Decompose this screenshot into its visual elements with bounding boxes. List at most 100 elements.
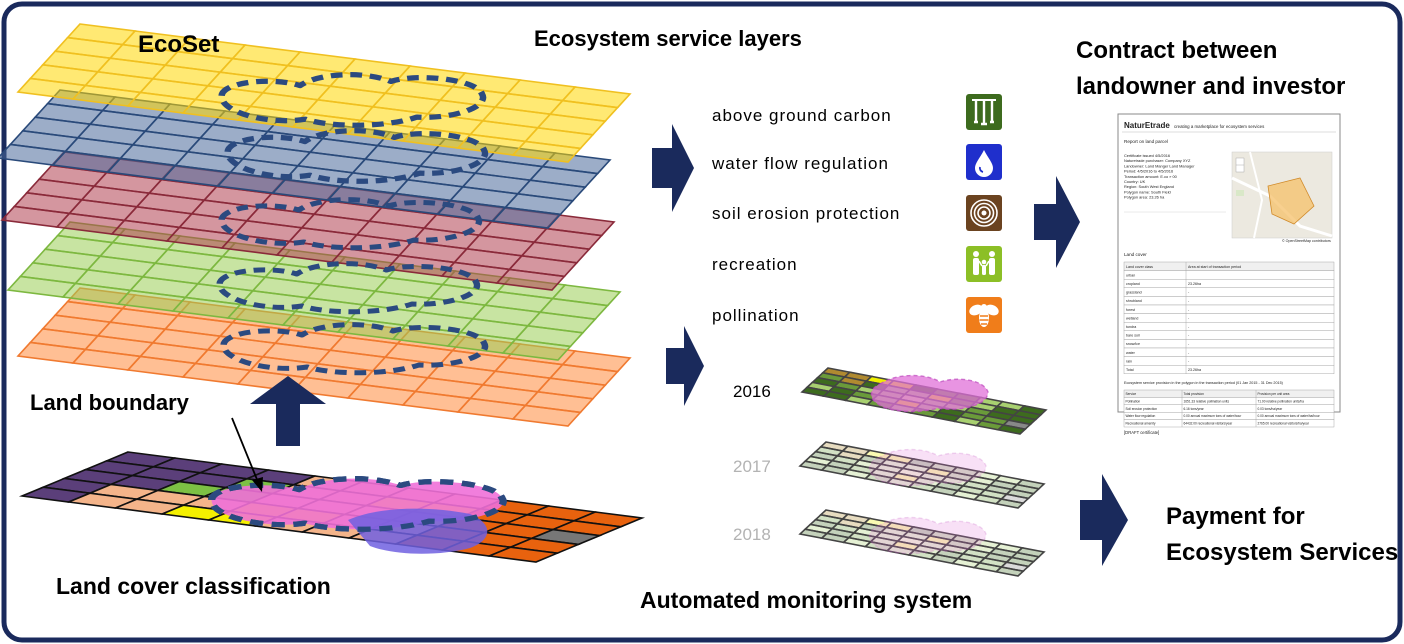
arrow-right-contract [1034,176,1080,268]
monitor-map-2018 [798,509,1046,577]
cert-lc-cell: shrubland [1126,299,1142,303]
cert-lc-row [1123,347,1335,357]
monitor-map-2017 [798,441,1046,509]
cert-lc-row [1123,356,1335,366]
land-cover-map [18,451,646,563]
cert-lc-cell: tundra [1126,325,1136,329]
cert-es-cell: 6.16 tons/year [1184,407,1205,411]
cert-lc-row [1123,270,1335,280]
cert-es-cell: Water flow regulation [1126,414,1156,418]
cert-report-title: Report on land parcel [1124,139,1168,144]
bee-icon [966,297,1002,333]
cert-lc-row [1123,304,1335,314]
contract-heading-line1: Contract between [1076,37,1277,64]
cert-lc-row [1123,279,1335,289]
cert-es-cell: 0.03 tons/ha/year [1258,407,1284,411]
cert-map-credit: © OpenStreetMap contributors [1282,239,1331,243]
contract-heading-line2: landowner and investor [1076,73,1345,100]
monitored-parcel [868,516,987,555]
service-label: above ground carbon [712,106,892,125]
cert-lc-cell: Total [1126,368,1134,372]
cert-lc-cell: 23.26ha [1188,282,1201,286]
year-label-2016: 2016 [733,382,771,401]
cert-es-cell: 2765.00 recreational visitors/ha/year [1258,422,1310,426]
cert-lc-cell: urban [1126,273,1135,277]
service-list: above ground carbon water flow regulatio… [711,94,1002,333]
service-label: recreation [712,255,798,274]
cert-es-cell: Total provision [1184,392,1205,396]
family-icon [966,246,1002,282]
cert-tagline: creating a marketplace for ecosystem ser… [1174,124,1265,129]
cert-es-cell: 0.00 annual maximum tons of water/ha/hou… [1258,414,1321,418]
cert-es-cell: Recreational amenity [1126,422,1156,426]
land-cover-label: Land cover classification [56,573,331,599]
cert-field: Region: South West England [1124,184,1174,189]
cert-lc-row [1123,296,1335,306]
monitoring-maps [798,367,1048,577]
monitored-parcel [870,374,989,413]
year-label-2018: 2018 [733,525,771,544]
cert-lc-cell: Area at start of transaction period [1188,265,1241,269]
arrow-right-layers [652,124,694,212]
cert-es-cell: 64432.00 recreational visitors/year [1184,422,1234,426]
cert-lc-row [1123,330,1335,340]
cert-field: Period: 4/5/2016 to 4/5/2016 [1124,169,1173,174]
monitored-parcel [868,448,987,487]
cert-field: Country: UK [1124,179,1146,184]
service-label: water flow regulation [711,154,889,173]
cert-field: Polygon area: 23.26 ha [1124,195,1165,200]
year-label-2017: 2017 [733,457,771,476]
cert-lc-cell: 23.26ha [1188,368,1201,372]
cert-lc-cell: - [1188,299,1190,303]
cert-lc-cell: wetland [1126,316,1138,320]
cert-map [1231,151,1333,239]
arrow-right-monitoring [666,326,704,406]
cert-lc-row [1123,287,1335,297]
cert-lc-cell: - [1188,325,1190,329]
cert-field: Transaction amount: E.co » 00 [1124,174,1178,179]
cert-lc-cell: water [1126,351,1136,355]
cert-field: Certificate issued 4/5/2016 [1124,153,1170,158]
contract-certificate: NaturEtrade creating a marketplace for e… [1117,113,1341,435]
service-label: pollination [712,306,800,325]
cert-es-cell: Service [1126,392,1137,396]
cert-es-row [1123,389,1335,398]
cert-field: Landowner: Land Manger Land Manager [1124,163,1195,168]
payment-heading-line2: Ecosystem Services [1166,539,1398,566]
cert-lc-cell: snow/ice [1126,342,1140,346]
cert-brand: NaturEtrade [1124,121,1170,130]
cert-lc-row [1123,313,1335,323]
cert-lc-cell: cropland [1126,282,1140,286]
cert-lc-cell: - [1188,308,1190,312]
monitoring-label: Automated monitoring system [640,587,972,613]
ecosystem-layer-stack [0,23,632,427]
cert-es-heading: Ecosystem service provision in the polyg… [1124,381,1283,385]
cert-lc-cell: - [1188,351,1190,355]
cert-lc-cell: grassland [1126,291,1142,295]
water-drop-icon [966,144,1002,180]
land-boundary-label: Land boundary [30,390,190,415]
arrow-up [250,376,326,446]
cert-lc-cell: - [1188,359,1190,363]
cert-lc-cell: - [1188,291,1190,295]
cert-land-cover-heading: Land cover [1124,252,1147,257]
soil-rings-icon [966,195,1002,231]
cert-es-row [1123,419,1335,428]
cert-es-cell: 1651.33 relative pollination units [1184,399,1230,403]
cert-lc-cell: bare soil [1126,334,1140,338]
cert-lc-row [1123,339,1335,349]
cert-footer: [DRAFT certificate] [1124,430,1159,435]
cert-lc-cell: - [1188,316,1190,320]
cert-lc-row [1123,322,1335,332]
cert-es-cell: 71.00 relative pollination units/ha [1258,399,1305,403]
cert-field: Naturetrade purchaser: Company XYZ [1124,158,1191,163]
cert-es-cell: 0.00 annual maximum tons of water/hour [1184,414,1243,418]
layers-heading: Ecosystem service layers [534,26,802,51]
ecoset-title: EcoSet [138,31,219,58]
tree-icon [966,94,1002,130]
cert-lc-cell: - [1188,334,1190,338]
service-label: soil erosion protection [712,204,900,223]
